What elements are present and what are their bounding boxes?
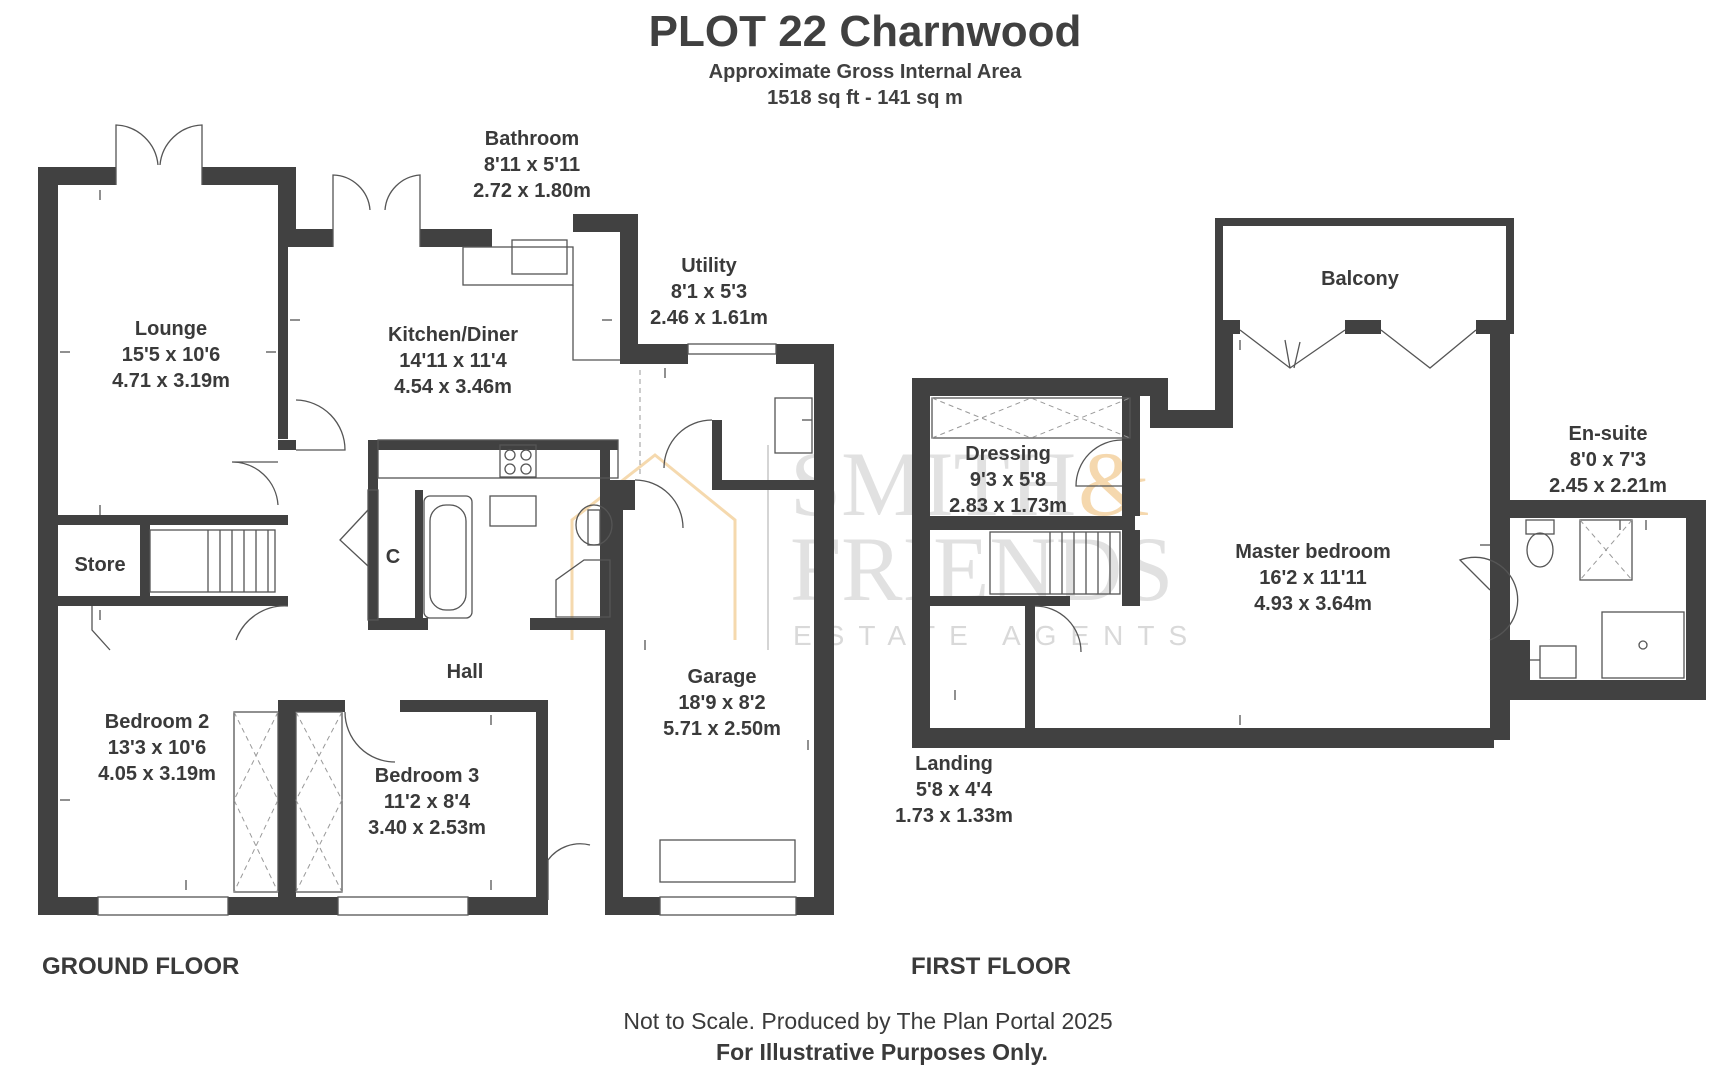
footer-scale-note: Not to Scale. Produced by The Plan Porta… <box>623 1008 1112 1034</box>
room-imperial: 8'11 x 5'11 <box>484 154 580 176</box>
room-metric: 4.05 x 3.19m <box>98 763 216 785</box>
room-name: Utility <box>681 255 737 277</box>
room-metric: 1.73 x 1.33m <box>895 805 1013 827</box>
room-master: Master bedroom 16'2 x 11'11 4.93 x 3.64m <box>1235 541 1391 615</box>
room-name: Bathroom <box>485 128 579 150</box>
room-balcony: Balcony <box>1321 268 1400 290</box>
room-kitchen: Kitchen/Diner 14'11 x 11'4 4.54 x 3.46m <box>388 324 518 398</box>
first-floor-fixtures <box>931 329 1685 679</box>
room-lounge: Lounge 15'5 x 10'6 4.71 x 3.19m <box>112 318 230 392</box>
room-imperial: 14'11 x 11'4 <box>399 350 507 372</box>
ground-floor-fixtures <box>91 124 813 916</box>
room-name: En-suite <box>1569 423 1648 445</box>
first-floor-walls <box>912 218 1706 748</box>
room-metric: 5.71 x 2.50m <box>663 718 781 740</box>
room-imperial: 8'0 x 7'3 <box>1570 449 1646 471</box>
room-metric: 4.54 x 3.46m <box>394 376 512 398</box>
sink-icon <box>511 239 568 275</box>
room-bedroom2: Bedroom 2 13'3 x 10'6 4.05 x 3.19m <box>98 711 216 785</box>
room-imperial: 5'8 x 4'4 <box>916 779 993 801</box>
room-imperial: 16'2 x 11'11 <box>1259 567 1366 589</box>
room-hall: Hall <box>447 661 484 683</box>
room-imperial: 9'3 x 5'8 <box>970 469 1046 491</box>
basin-icon <box>489 495 537 527</box>
ground-floor-walls <box>38 167 834 915</box>
room-name: Lounge <box>135 318 207 340</box>
room-name: Master bedroom <box>1235 541 1391 563</box>
room-name: Bedroom 2 <box>105 711 209 733</box>
room-ensuite: En-suite 8'0 x 7'3 2.45 x 2.21m <box>1549 423 1667 497</box>
utility-sink-icon <box>774 397 813 454</box>
bath-icon <box>423 495 473 619</box>
watermark-line3: ESTATE AGENTS <box>793 620 1201 651</box>
room-name: Dressing <box>965 443 1051 465</box>
area-label: Approximate Gross Internal Area <box>709 61 1023 83</box>
ensuite-basin-icon <box>1539 645 1577 679</box>
room-landing: Landing 5'8 x 4'4 1.73 x 1.33m <box>895 753 1013 827</box>
room-bedroom3: Bedroom 3 11'2 x 8'4 3.40 x 2.53m <box>368 765 486 839</box>
room-dressing: Dressing 9'3 x 5'8 2.83 x 1.73m <box>949 443 1067 517</box>
watermark: SMITH & FRIENDS ESTATE AGENTS <box>570 433 1201 651</box>
ground-floor-label: GROUND FLOOR <box>42 953 239 980</box>
plan-title: PLOT 22 Charnwood <box>649 7 1082 56</box>
room-metric: 3.40 x 2.53m <box>368 817 486 839</box>
room-imperial: 18'9 x 8'2 <box>678 692 765 714</box>
footer-disclaimer: For Illustrative Purposes Only. <box>716 1039 1048 1065</box>
hob-icon <box>499 444 537 478</box>
room-name: Kitchen/Diner <box>388 324 518 346</box>
room-store: Store <box>74 554 125 576</box>
room-cupboard: C <box>386 546 400 568</box>
ensuite-shower-icon <box>1579 519 1633 581</box>
first-floor-label: FIRST FLOOR <box>911 953 1071 980</box>
room-imperial: 13'3 x 10'6 <box>108 737 207 759</box>
room-metric: 4.93 x 3.64m <box>1254 593 1372 615</box>
room-metric: 4.71 x 3.19m <box>112 370 230 392</box>
room-metric: 2.83 x 1.73m <box>949 495 1067 517</box>
room-utility: Utility 8'1 x 5'3 2.46 x 1.61m <box>650 255 768 329</box>
first-stairs <box>989 531 1121 595</box>
room-metric: 2.45 x 2.21m <box>1549 475 1667 497</box>
room-name: Bedroom 3 <box>375 765 479 787</box>
dimension-arrows <box>60 190 1647 890</box>
room-imperial: 15'5 x 10'6 <box>122 344 221 366</box>
room-imperial: 11'2 x 8'4 <box>384 791 471 813</box>
area-value: 1518 sq ft - 141 sq m <box>767 87 963 109</box>
room-name: Garage <box>688 666 757 688</box>
room-bathroom: Bathroom 8'11 x 5'11 2.72 x 1.80m <box>473 128 591 202</box>
room-imperial: 8'1 x 5'3 <box>671 281 747 303</box>
room-garage: Garage 18'9 x 8'2 5.71 x 2.50m <box>663 666 781 740</box>
room-name: Landing <box>915 753 993 775</box>
room-metric: 2.46 x 1.61m <box>650 307 768 329</box>
ground-stairs <box>149 529 276 593</box>
ensuite-toilet-icon <box>1526 532 1554 568</box>
shower-icon <box>555 559 611 618</box>
room-metric: 2.72 x 1.80m <box>473 180 591 202</box>
